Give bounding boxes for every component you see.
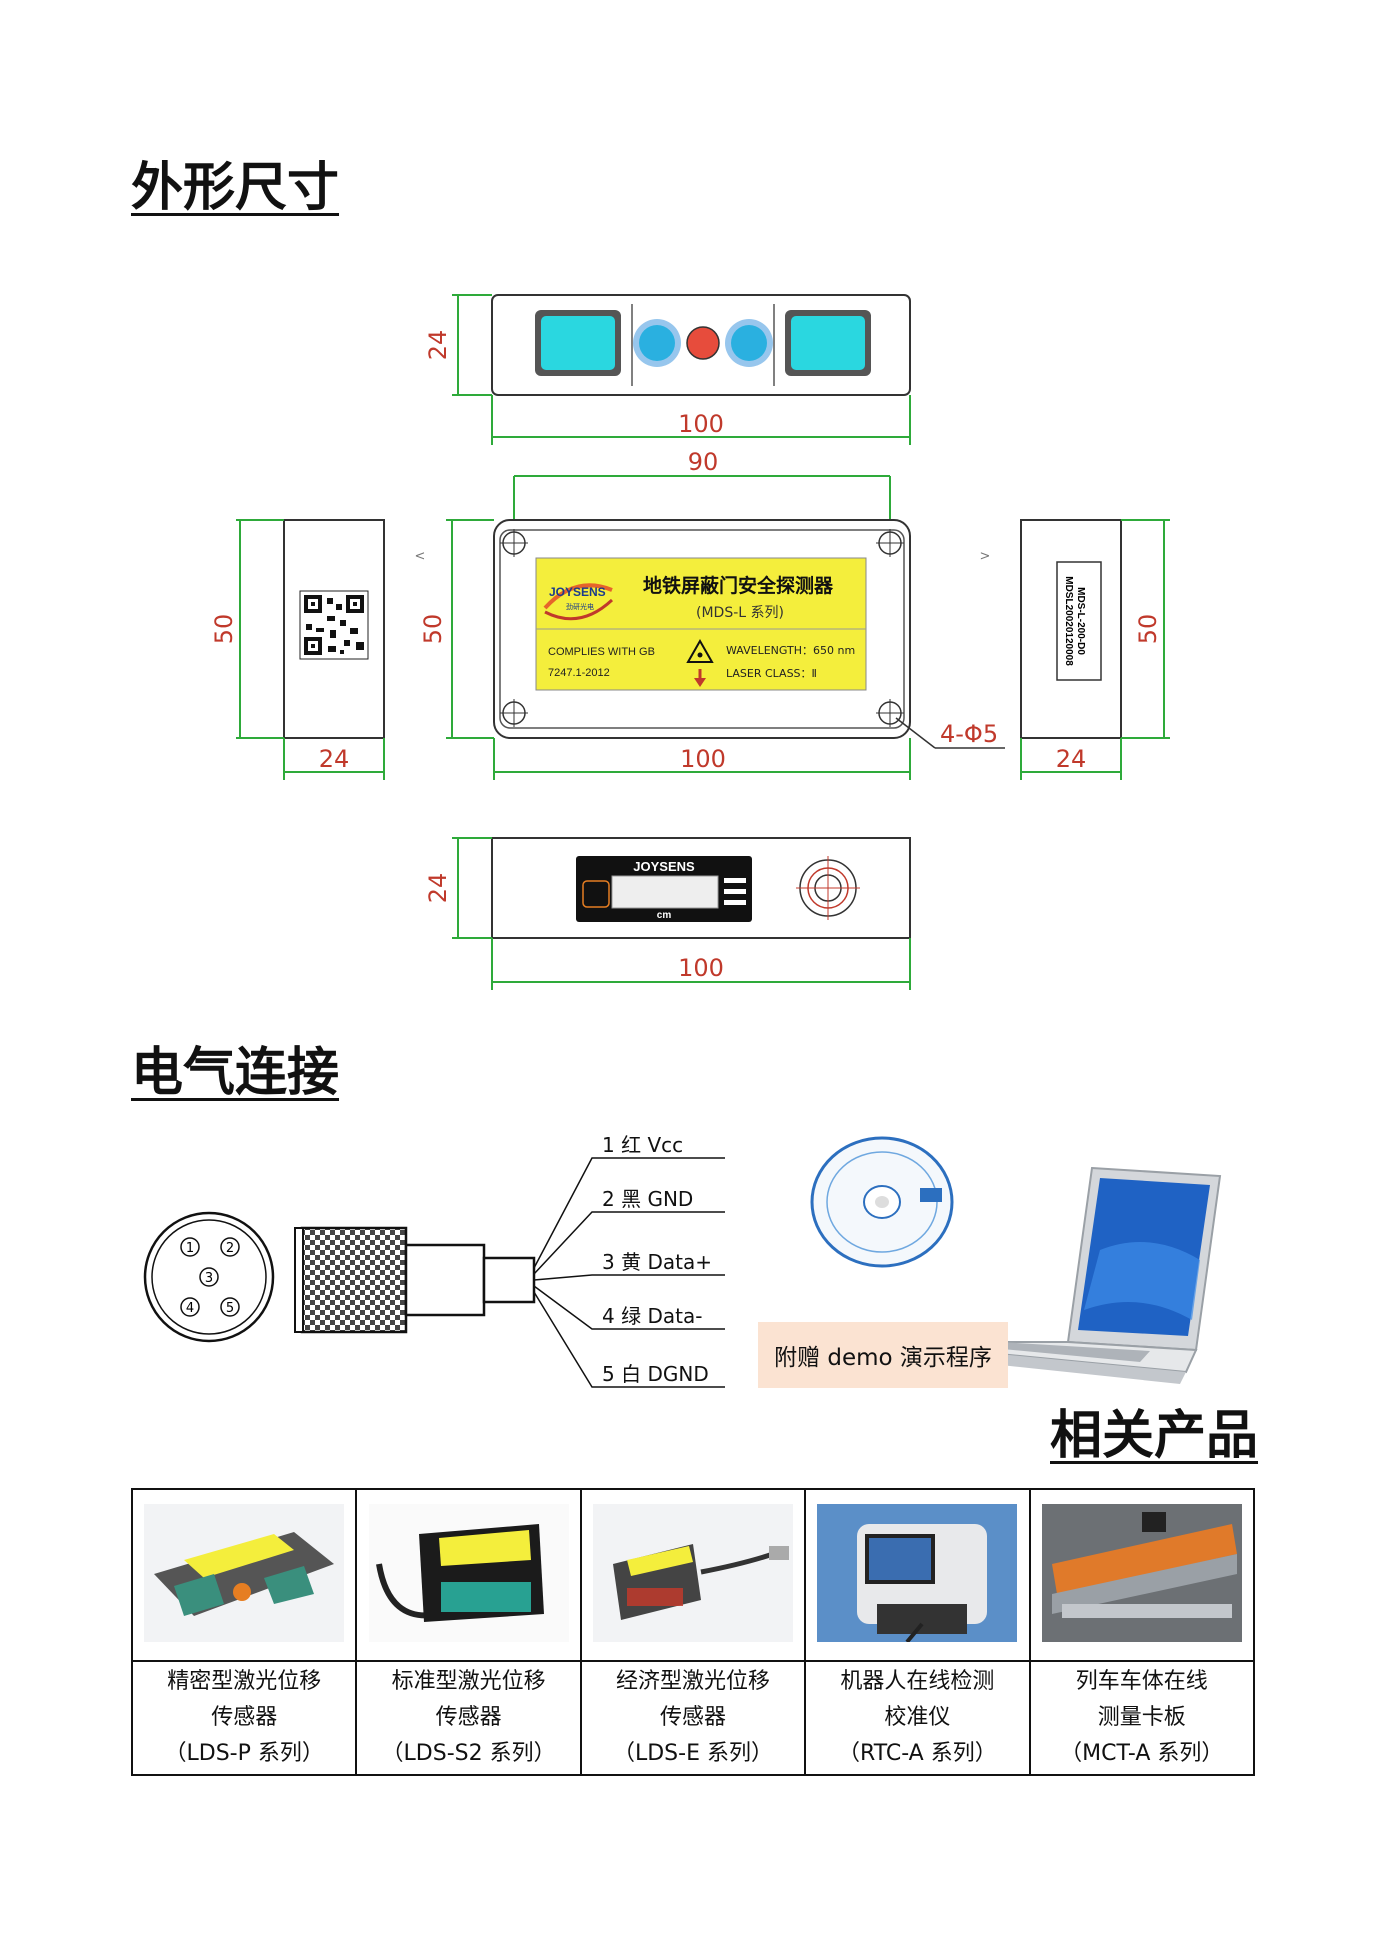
front-height-label: 50 bbox=[419, 614, 447, 645]
pin-5: 5 bbox=[226, 1301, 234, 1316]
holes-label: 4-Φ5 bbox=[940, 720, 998, 748]
product-photo-economy bbox=[592, 1504, 793, 1642]
electrical-title: 电气连接 bbox=[131, 1043, 340, 1103]
product-type: 传感器 bbox=[435, 1705, 502, 1730]
demo-software-note: 附赠 demo 演示程序 bbox=[758, 1322, 1008, 1388]
hole-spacing-label: 90 bbox=[688, 448, 719, 476]
products-title: 相关产品 bbox=[1050, 1406, 1259, 1466]
mount-hole bbox=[500, 529, 528, 557]
serial-label bbox=[1056, 561, 1102, 681]
wire-5: 5 白 DGND bbox=[602, 1362, 709, 1386]
wire-1: 1 红 Vcc bbox=[602, 1133, 683, 1157]
product-type: 测量卡板 bbox=[1097, 1705, 1186, 1730]
product-series: （MCT-A 系列） bbox=[1060, 1741, 1224, 1766]
product-series: （LDS-E 系列） bbox=[612, 1741, 773, 1766]
product-image-cell bbox=[1028, 1488, 1256, 1662]
indicator-led bbox=[686, 326, 720, 360]
svg-text:4 绿 Data-: 4 绿 Data- bbox=[602, 1304, 702, 1328]
pin-2: 2 bbox=[226, 1241, 234, 1256]
dimensions-title: 外形尺寸 bbox=[131, 158, 340, 218]
product-type: 传感器 bbox=[211, 1705, 278, 1730]
display-unit: cm bbox=[657, 910, 672, 921]
wire-4: 4 绿 Data- bbox=[602, 1304, 702, 1328]
wire-3: 3 黄 Data+ bbox=[602, 1250, 712, 1274]
svg-text:5 白 DGND: 5 白 DGND bbox=[602, 1362, 709, 1386]
product-photo-precision bbox=[144, 1504, 345, 1642]
front-view: 90 JOYSENS 劲研光电 地铁屏蔽门安全探测器 (MDS-L 系列) CO… bbox=[415, 448, 1005, 780]
front-width-label: 100 bbox=[680, 745, 726, 773]
product-photo-robot-calibrator bbox=[817, 1504, 1018, 1644]
connector-plug bbox=[294, 1226, 536, 1334]
connector-diagram: 1 2 3 4 5 1 红 Vcc 2 黑 GND 3 黄 Data+ 4 绿 … bbox=[143, 1133, 1222, 1388]
laser-warning-icon bbox=[686, 638, 714, 687]
related-products-table: 精密型激光位移 传感器 （LDS-P 系列） 标准型激光位移 传感器 （LDS-… bbox=[130, 1488, 1256, 1776]
serial-label-line2: MDSL20020120008 bbox=[1063, 576, 1074, 666]
nameplate-brand-sub: 劲研光电 bbox=[566, 602, 594, 611]
mount-hole bbox=[876, 699, 904, 727]
pin-3: 3 bbox=[205, 1271, 213, 1286]
nameplate-complies: COMPLIES WITH GB bbox=[548, 646, 655, 658]
wire-2: 2 黑 GND bbox=[602, 1187, 693, 1211]
nameplate-laser-class: LASER CLASS：Ⅱ bbox=[726, 667, 817, 680]
left-height-label: 50 bbox=[210, 614, 238, 645]
nameplate-wavelength: WAVELENGTH：650 nm bbox=[726, 644, 855, 657]
nameplate-title: 地铁屏蔽门安全探测器 bbox=[643, 574, 834, 597]
svg-text:2 黑 GND: 2 黑 GND bbox=[602, 1187, 693, 1211]
bottom-width-label: 100 bbox=[678, 954, 724, 982]
product-series: （LDS-S2 系列） bbox=[381, 1741, 556, 1766]
svg-text:1 红 Vcc: 1 红 Vcc bbox=[602, 1133, 683, 1157]
product-type: 校准仪 bbox=[884, 1705, 951, 1730]
product-series: （LDS-P 系列） bbox=[164, 1741, 324, 1766]
product-caption: 列车车体在线 测量卡板 （MCT-A 系列） bbox=[1028, 1660, 1256, 1776]
software-cd-icon bbox=[810, 1136, 954, 1268]
serial-label-line1: MDS-L-200-D0 bbox=[1075, 587, 1086, 655]
lens-window-right bbox=[791, 316, 865, 370]
product-caption: 标准型激光位移 传感器 （LDS-S2 系列） bbox=[355, 1660, 582, 1776]
product-caption: 精密型激光位移 传感器 （LDS-P 系列） bbox=[130, 1660, 358, 1776]
front-marker-left: < bbox=[415, 549, 426, 564]
lens-window-left bbox=[541, 316, 615, 370]
product-name: 精密型激光位移 bbox=[167, 1669, 322, 1694]
product-name: 列车车体在线 bbox=[1075, 1669, 1208, 1694]
left-side-view: 50 24 bbox=[210, 519, 385, 780]
mount-hole bbox=[876, 529, 904, 557]
svg-text:3 黄 Data+: 3 黄 Data+ bbox=[602, 1250, 712, 1274]
dimension-drawing: 24 100 90 JOYSENS 劲研光电 地铁屏蔽门安全探测器 (MDS-L… bbox=[210, 294, 1170, 990]
product-image-cell bbox=[130, 1488, 358, 1662]
product-name: 经济型激光位移 bbox=[615, 1669, 770, 1694]
laptop-icon bbox=[954, 1166, 1222, 1384]
product-caption: 机器人在线检测 校准仪 （RTC-A 系列） bbox=[804, 1660, 1031, 1776]
nameplate-model: (MDS-L 系列) bbox=[696, 605, 784, 621]
nameplate-brand: JOYSENS bbox=[549, 585, 606, 599]
bottom-view: JOYSENS cm 24 100 bbox=[424, 837, 911, 990]
crosshair-target-icon bbox=[796, 856, 860, 920]
right-side-view: MDS-L-200-D0 MDSL20020120008 50 24 bbox=[1020, 519, 1170, 780]
right-width-label: 24 bbox=[1056, 745, 1087, 773]
top-height-label: 24 bbox=[424, 330, 452, 361]
product-image-cell bbox=[804, 1488, 1031, 1662]
product-image-cell bbox=[355, 1488, 582, 1662]
product-type: 传感器 bbox=[659, 1705, 726, 1730]
product-series: （RTC-A 系列） bbox=[838, 1741, 997, 1766]
pin-4: 4 bbox=[186, 1301, 194, 1316]
product-name: 标准型激光位移 bbox=[391, 1669, 546, 1694]
right-height-label: 50 bbox=[1134, 614, 1162, 645]
product-photo-train-gauge bbox=[1041, 1504, 1242, 1642]
product-name: 机器人在线检测 bbox=[840, 1669, 995, 1694]
product-photo-standard bbox=[368, 1504, 569, 1642]
front-marker-right: > bbox=[980, 549, 991, 564]
nameplate-standard: 7247.1-2012 bbox=[548, 667, 610, 679]
mount-hole bbox=[500, 699, 528, 727]
bottom-height-label: 24 bbox=[424, 873, 452, 904]
top-view: 24 100 bbox=[424, 294, 911, 445]
left-width-label: 24 bbox=[319, 745, 350, 773]
connector-face: 1 2 3 4 5 bbox=[143, 1211, 275, 1343]
pin-1: 1 bbox=[186, 1241, 194, 1256]
product-image-cell bbox=[579, 1488, 807, 1662]
top-width-label: 100 bbox=[678, 410, 724, 438]
cable-wires bbox=[533, 1157, 725, 1388]
product-caption: 经济型激光位移 传感器 （LDS-E 系列） bbox=[579, 1660, 807, 1776]
nameplate bbox=[535, 557, 867, 691]
display-brand: JOYSENS bbox=[633, 859, 695, 874]
